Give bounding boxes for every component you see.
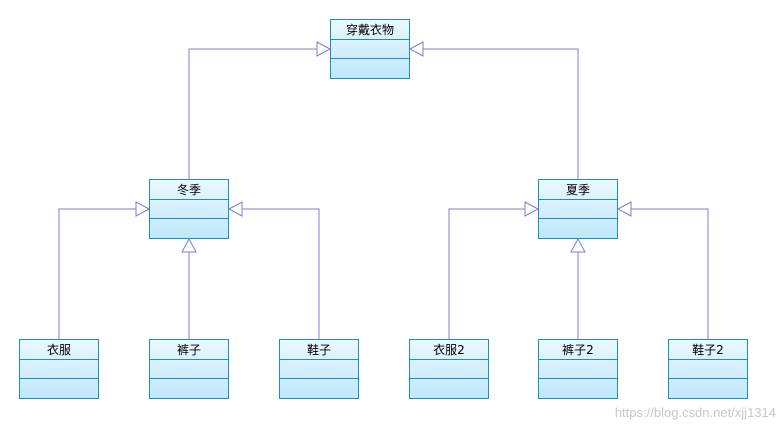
generalization-line — [58, 208, 136, 339]
generalization-line — [188, 48, 317, 179]
class-operations — [539, 219, 617, 238]
class-name: 鞋子2 — [669, 340, 747, 360]
watermark: https://blog.csdn.net/xjj1314 — [614, 405, 776, 420]
class-attributes — [20, 360, 98, 379]
class-name: 冬季 — [150, 180, 228, 200]
generalization-arrowhead — [408, 41, 424, 57]
class-operations — [539, 379, 617, 398]
class-operations — [20, 379, 98, 398]
class-attributes — [539, 360, 617, 379]
class-name: 裤子 — [150, 340, 228, 360]
class-attributes — [150, 360, 228, 379]
class-box-clothes[interactable]: 衣服 — [19, 339, 99, 399]
class-operations — [410, 379, 488, 398]
class-operations — [150, 219, 228, 238]
class-operations — [669, 379, 747, 398]
class-box-root[interactable]: 穿戴衣物 — [330, 19, 410, 79]
generalization-arrowhead — [570, 237, 586, 253]
class-box-shoes-2[interactable]: 鞋子2 — [668, 339, 748, 399]
class-name: 穿戴衣物 — [331, 20, 409, 40]
class-operations — [331, 59, 409, 78]
generalization-line — [448, 208, 525, 339]
class-box-clothes-2[interactable]: 衣服2 — [409, 339, 489, 399]
class-attributes — [410, 360, 488, 379]
class-box-winter[interactable]: 冬季 — [149, 179, 229, 239]
generalization-arrowhead — [524, 201, 540, 217]
class-attributes — [669, 360, 747, 379]
generalization-arrowhead — [616, 201, 632, 217]
generalization-line — [423, 48, 579, 179]
class-attributes — [150, 200, 228, 219]
class-operations — [280, 379, 358, 398]
generalization-arrowhead — [316, 41, 332, 57]
class-name: 衣服2 — [410, 340, 488, 360]
class-box-pants[interactable]: 裤子 — [149, 339, 229, 399]
class-attributes — [539, 200, 617, 219]
class-attributes — [280, 360, 358, 379]
generalization-arrowhead — [227, 201, 243, 217]
class-box-summer[interactable]: 夏季 — [538, 179, 618, 239]
class-name: 裤子2 — [539, 340, 617, 360]
class-name: 夏季 — [539, 180, 617, 200]
generalization-line — [242, 208, 320, 339]
generalization-line — [631, 208, 709, 339]
class-operations — [150, 379, 228, 398]
class-name: 衣服 — [20, 340, 98, 360]
class-attributes — [331, 40, 409, 59]
class-box-shoes[interactable]: 鞋子 — [279, 339, 359, 399]
generalization-arrowhead — [181, 237, 197, 253]
class-box-pants-2[interactable]: 裤子2 — [538, 339, 618, 399]
generalization-arrowhead — [135, 201, 151, 217]
class-name: 鞋子 — [280, 340, 358, 360]
